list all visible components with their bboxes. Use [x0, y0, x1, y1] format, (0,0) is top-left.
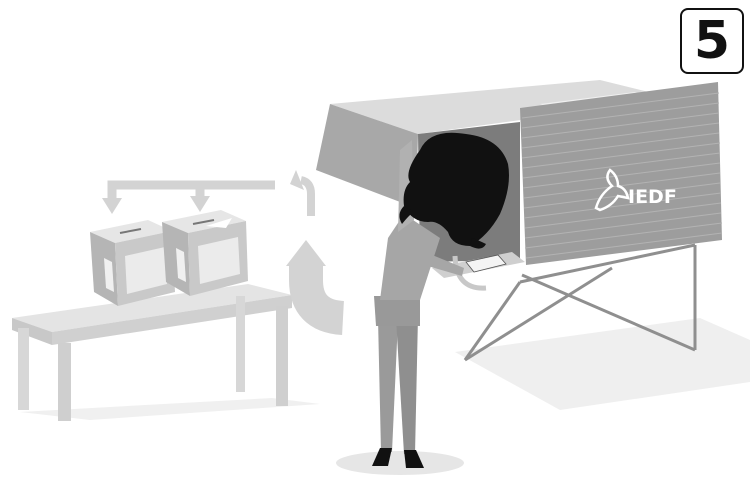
- arrow-curve-large: [306, 262, 343, 318]
- arrow-curve-small: [301, 180, 311, 216]
- step-number: 5: [694, 15, 730, 67]
- booth-shadow: [455, 318, 750, 410]
- ballot-box-right: [162, 210, 248, 296]
- step-badge: 5: [680, 8, 744, 74]
- ballot-box-left: [90, 220, 175, 306]
- iedf-logo-text: IEDF: [628, 186, 677, 208]
- voter-shadow: [336, 451, 464, 475]
